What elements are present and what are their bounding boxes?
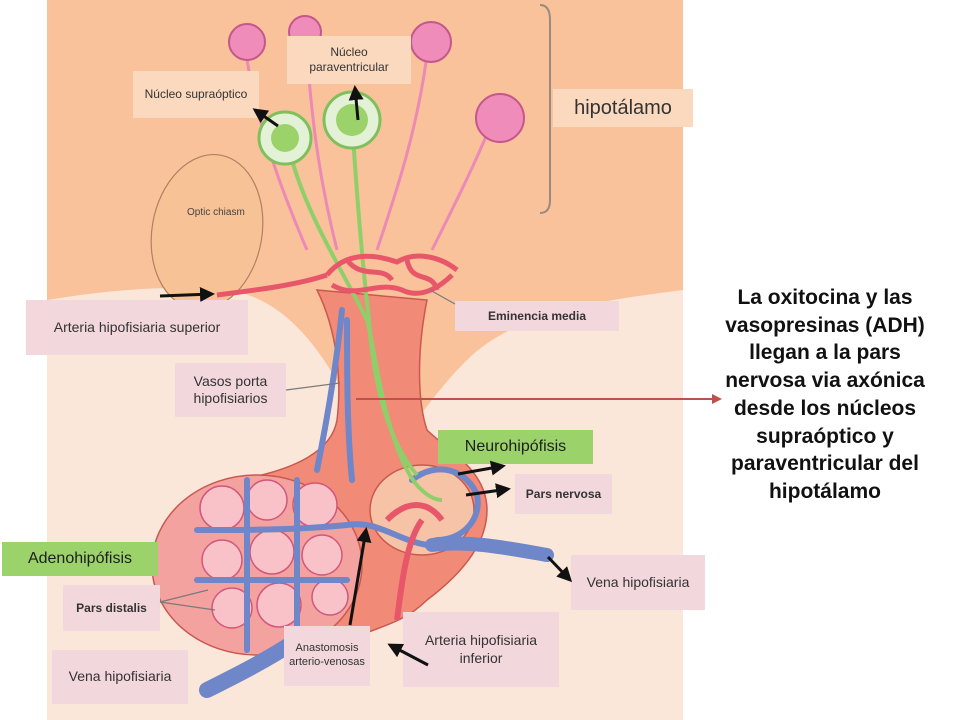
capillary-plexus: [216, 253, 459, 298]
neurohipofisis-label: Neurohipófisis: [438, 430, 593, 464]
neuron-body: [410, 21, 452, 63]
capillary-path: [404, 259, 440, 291]
neuron-nucleus: [271, 124, 299, 152]
cell-cluster: [301, 534, 343, 576]
eminencia-media-label: Eminencia media: [455, 301, 619, 331]
hypothalamus-bracket: [539, 4, 551, 214]
neuron-nucleus: [336, 104, 368, 136]
optic-chiasm-label: Optic chiasm: [187, 207, 245, 218]
adenohipofisis-label: Adenohipófisis: [2, 542, 158, 576]
artery-path: [384, 502, 445, 523]
vena-hipofisiaria-right-label: Vena hipofisiaria: [571, 555, 705, 610]
pars-distalis-label: Pars distalis: [63, 585, 160, 631]
portal-veins: [194, 307, 554, 698]
capillary-path: [345, 258, 395, 282]
capillary-path: [330, 273, 454, 296]
vena-hipofisiaria-left-label: Vena hipofisiaria: [52, 650, 188, 704]
vein-path: [425, 536, 554, 562]
nucleo-supraoptico-label: Núcleo supraóptico: [133, 71, 259, 118]
vein-path: [344, 317, 355, 483]
cell-clusters: [199, 479, 349, 629]
pars-nervosa-label: Pars nervosa: [515, 474, 612, 514]
cell-cluster: [311, 578, 349, 616]
capillary-path: [325, 253, 459, 277]
explanatory-text: La oxitocina y las vasopresinas (ADH) ll…: [725, 286, 925, 504]
artery-path: [394, 518, 425, 621]
cell-cluster: [246, 479, 288, 521]
hipotalamo-label: hipotálamo: [553, 89, 693, 127]
anastomosis-label: Anastomosis arterio-venosas: [284, 626, 370, 686]
cell-cluster: [201, 539, 243, 581]
vasos-porta-label: Vasos porta hipofisiarios: [175, 363, 286, 417]
neuron-body: [475, 93, 525, 143]
axon-bundle: [283, 119, 443, 502]
vein-path: [194, 521, 430, 548]
cell-cluster: [249, 529, 295, 575]
arteria-hipofisiaria-superior-label: Arteria hipofisiaria superior: [26, 300, 248, 355]
nucleo-paraventricular-label: Núcleo paraventricular: [287, 36, 411, 84]
axon-path: [350, 119, 419, 477]
arteria-hipofisiaria-inferior-label: Arteria hipofisiaria inferior: [403, 612, 559, 687]
capillary-path: [216, 272, 328, 298]
cell-cluster: [199, 485, 245, 531]
neuron-body: [228, 23, 266, 61]
inferior-artery: [384, 502, 445, 621]
axon-path: [375, 54, 429, 251]
